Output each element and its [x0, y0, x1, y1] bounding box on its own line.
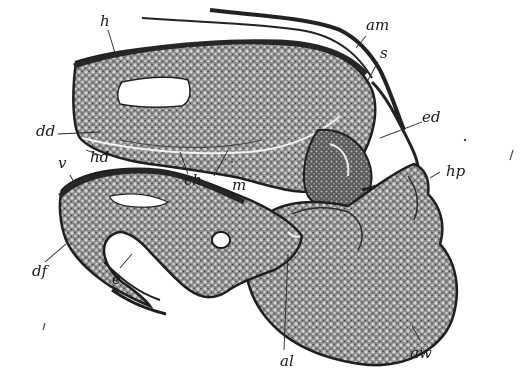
label-aw: aw	[410, 344, 432, 362]
label-h: h	[100, 12, 110, 30]
label-df: df	[32, 262, 50, 280]
label-ed: ed	[422, 108, 440, 126]
label-hd: hd	[90, 148, 109, 166]
label-v: v	[58, 154, 67, 172]
label-e: e	[112, 270, 121, 288]
label-m: m	[232, 176, 246, 194]
label-s: s	[380, 44, 388, 62]
round-cavity	[212, 232, 230, 248]
label-dd: dd	[36, 122, 55, 140]
label-am: am	[366, 16, 389, 34]
head-cavity	[118, 77, 190, 107]
label-hp: hp	[446, 162, 466, 180]
label-ch: ch	[184, 171, 202, 189]
label-al: al	[280, 352, 294, 370]
